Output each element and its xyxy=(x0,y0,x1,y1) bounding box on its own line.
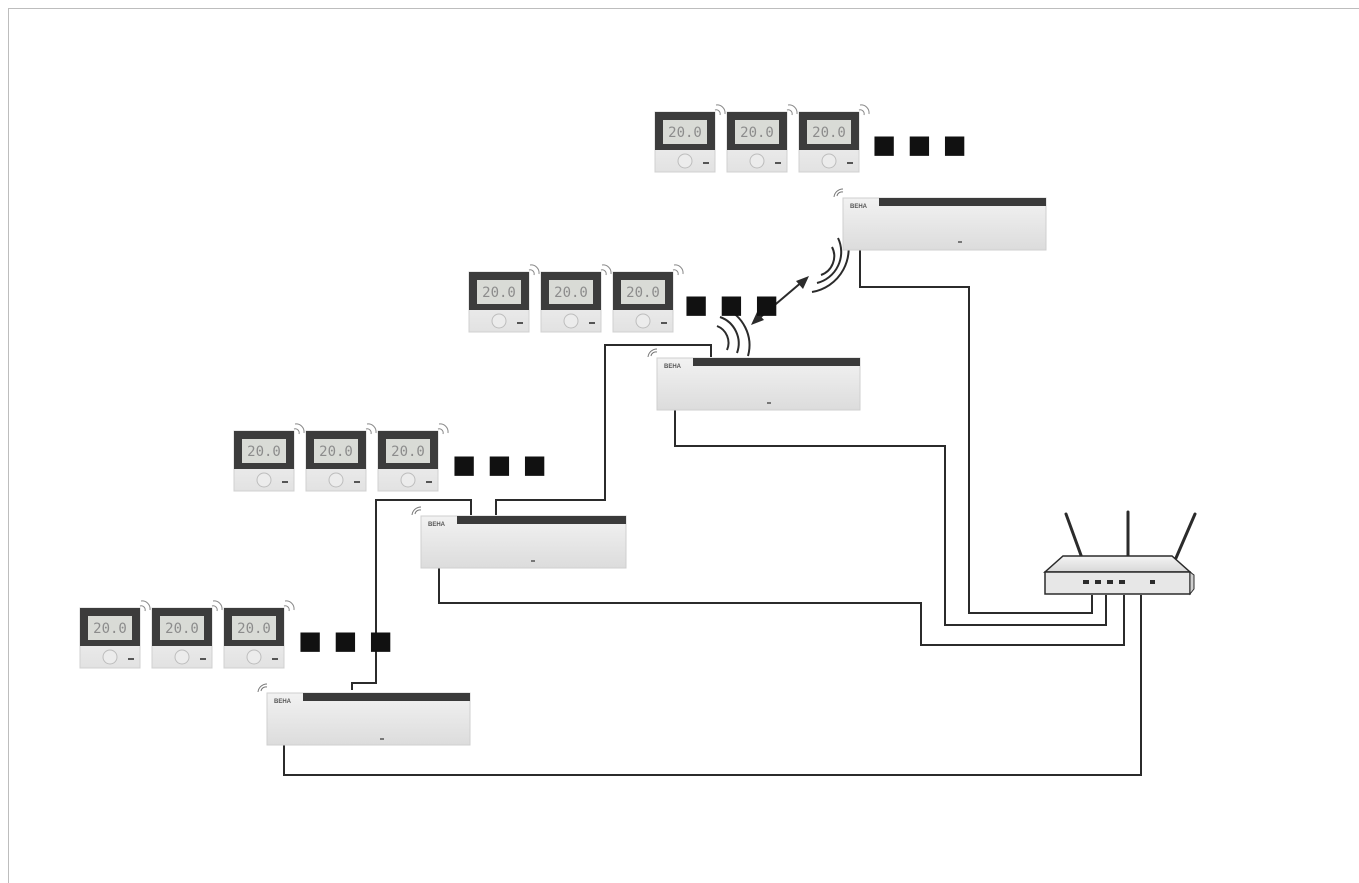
thermostat: 20.0 xyxy=(798,104,870,173)
controller-logo: BEHA xyxy=(428,522,446,528)
thermostat-lcd xyxy=(477,280,521,304)
wifi-icon xyxy=(437,423,449,435)
wifi-icon xyxy=(283,600,295,612)
wireless-arrow-shaft xyxy=(756,280,804,321)
thermostat: 20.0 xyxy=(377,423,449,492)
thermostat: 20.0 xyxy=(223,600,295,669)
thermostat-knob xyxy=(328,472,344,488)
wiring xyxy=(283,250,1142,776)
controller-zone-2: BEHA xyxy=(411,506,627,569)
thermostat-display: 20.0 xyxy=(237,621,271,637)
wireless-waves-lower-icon xyxy=(716,307,751,357)
thermostat-knob xyxy=(246,649,262,665)
controllers: BEHA BEHA BEHA BEHA xyxy=(257,188,1047,746)
arrow-head-up-icon xyxy=(796,276,809,289)
controller-zone-3: BEHA xyxy=(647,348,861,411)
thermostat-lcd xyxy=(242,439,286,463)
arrow-head-down-icon xyxy=(751,312,764,325)
wifi-icon xyxy=(858,104,870,116)
wifi-icon xyxy=(714,104,726,116)
thermostat-lcd xyxy=(314,439,358,463)
wifi-icon xyxy=(365,423,377,435)
controller-logo: BEHA xyxy=(274,699,292,705)
thermostat-lcd xyxy=(549,280,593,304)
more-thermostats-mark: ■ ■ ■ xyxy=(872,123,967,167)
thermostat-lcd xyxy=(386,439,430,463)
router-front xyxy=(1044,571,1191,595)
controller-zone-1: BEHA xyxy=(257,683,471,746)
thermostat-display: 20.0 xyxy=(812,125,846,141)
thermostat-knob xyxy=(635,313,651,329)
thermostat-display: 20.0 xyxy=(391,444,425,460)
wifi-icon xyxy=(672,264,684,276)
antenna-icon xyxy=(1064,510,1197,560)
thermostat: 20.0 xyxy=(79,600,151,669)
thermostat: 20.0 xyxy=(726,104,798,173)
thermostat-display: 20.0 xyxy=(247,444,281,460)
thermostat-display: 20.0 xyxy=(165,621,199,637)
thermostat-display: 20.0 xyxy=(93,621,127,637)
thermostat: 20.0 xyxy=(151,600,223,669)
thermostat-knob xyxy=(563,313,579,329)
thermostat: 20.0 xyxy=(540,264,612,333)
router-ports xyxy=(1083,580,1155,584)
wifi-icon xyxy=(833,188,844,198)
continuation-marks: ■ ■ ■ ■ ■ ■ ■ ■ ■ ■ ■ ■ xyxy=(298,123,967,663)
more-thermostats-mark: ■ ■ ■ xyxy=(298,619,393,663)
thermostat-knob xyxy=(174,649,190,665)
thermostat-display: 20.0 xyxy=(554,285,588,301)
wifi-icon xyxy=(600,264,612,276)
thermostat-knob xyxy=(749,153,765,169)
thermostat: 20.0 xyxy=(305,423,377,492)
controller-zone-4: BEHA xyxy=(833,188,1047,251)
wifi-icon xyxy=(211,600,223,612)
thermostat-lcd xyxy=(232,616,276,640)
thermostat-knob xyxy=(256,472,272,488)
wifi-icon xyxy=(257,683,268,693)
lan-wire-4 xyxy=(859,250,1093,614)
wifi-icon xyxy=(139,600,151,612)
wifi-icon xyxy=(528,264,540,276)
thermostat: 20.0 xyxy=(468,264,540,333)
lan-wire-3 xyxy=(674,410,1107,626)
controller-logo: BEHA xyxy=(664,364,682,370)
wifi-icon xyxy=(786,104,798,116)
bus-wire-1-2 xyxy=(351,499,472,690)
thermostat: 20.0 xyxy=(612,264,684,333)
lan-wire-2 xyxy=(438,568,1125,646)
thermostat-display: 20.0 xyxy=(626,285,660,301)
thermostat-display: 20.0 xyxy=(482,285,516,301)
router-side xyxy=(1189,571,1195,596)
thermostat-knob xyxy=(102,649,118,665)
thermostats: 20.0 20.0 20.0 20.0 20.0 20.0 20.0 20.0 20.0 20.0… xyxy=(79,104,870,669)
wifi-icon xyxy=(293,423,305,435)
more-thermostats-mark: ■ ■ ■ xyxy=(452,443,547,487)
thermostat-knob xyxy=(400,472,416,488)
thermostat-display: 20.0 xyxy=(319,444,353,460)
router xyxy=(1043,510,1197,596)
more-thermostats-mark: ■ ■ ■ xyxy=(684,283,779,327)
thermostat-lcd xyxy=(735,120,779,144)
thermostat-knob xyxy=(677,153,693,169)
thermostat-lcd xyxy=(621,280,665,304)
thermostat-lcd xyxy=(663,120,707,144)
thermostat: 20.0 xyxy=(654,104,726,173)
thermostat-lcd xyxy=(160,616,204,640)
thermostat-display: 20.0 xyxy=(740,125,774,141)
thermostat-lcd xyxy=(807,120,851,144)
thermostat-display: 20.0 xyxy=(668,125,702,141)
diagram-frame xyxy=(8,8,1359,883)
thermostat-lcd xyxy=(88,616,132,640)
controller-logo: BEHA xyxy=(850,204,868,210)
bus-wire-2-3 xyxy=(495,344,712,515)
thermostat: 20.0 xyxy=(233,423,305,492)
wifi-icon xyxy=(647,348,658,358)
wifi-icon xyxy=(411,506,422,516)
thermostat-knob xyxy=(491,313,507,329)
lan-wire-1 xyxy=(283,595,1142,776)
thermostat-knob xyxy=(821,153,837,169)
router-top xyxy=(1043,555,1192,573)
